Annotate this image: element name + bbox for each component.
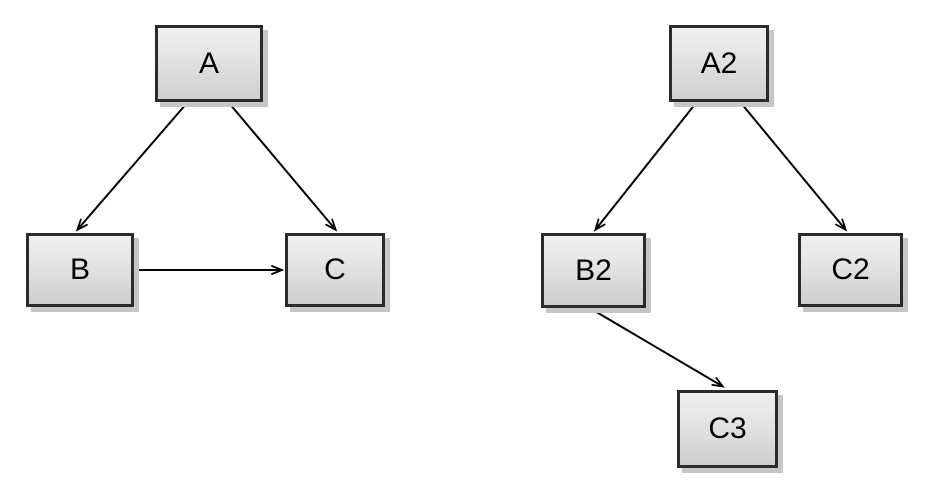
edge-a-c	[228, 102, 338, 232]
node-a[interactable]: A	[155, 25, 263, 102]
node-c3[interactable]: C3	[677, 390, 778, 468]
node-b[interactable]: B	[26, 233, 134, 307]
node-c2-label: C2	[831, 253, 870, 286]
node-a2-label: A2	[700, 46, 738, 80]
edges-group	[75, 102, 848, 388]
node-c[interactable]: C	[285, 233, 385, 307]
node-b2-label: B2	[575, 253, 612, 287]
node-c-label: C	[324, 253, 346, 286]
node-b2[interactable]: B2	[541, 233, 646, 308]
node-a-label: A	[198, 46, 219, 80]
edge-b2-c3	[592, 309, 725, 388]
edge-a2-c2	[740, 102, 848, 232]
node-c3-label: C3	[708, 412, 747, 445]
node-c2[interactable]: C2	[798, 233, 903, 307]
edge-a-b	[75, 102, 188, 232]
edge-a2-b2	[593, 102, 697, 232]
node-a2[interactable]: A2	[669, 25, 769, 102]
node-b-label: B	[69, 253, 90, 286]
